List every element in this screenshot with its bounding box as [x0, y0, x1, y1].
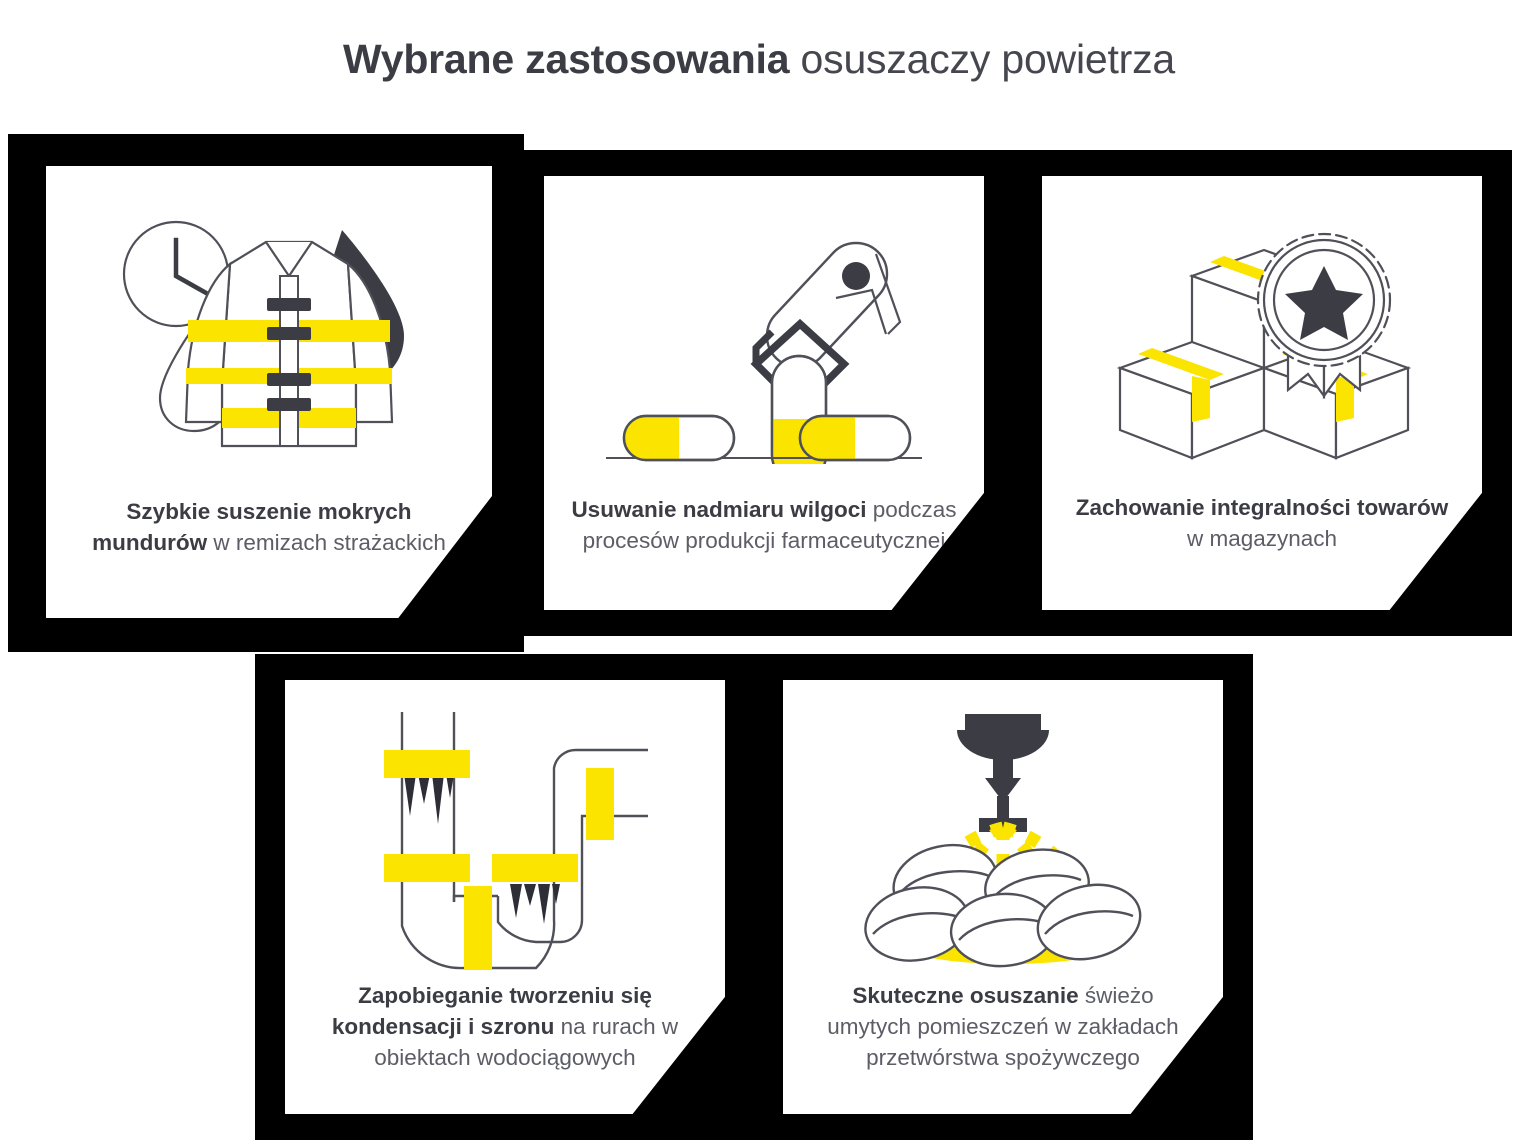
card-inner: Zapobieganie tworzeniu się kondensacji i…	[285, 680, 725, 1114]
card-caption: Zachowanie integralności towarów w magaz…	[1042, 492, 1482, 554]
card-caption-bold: Zachowanie integralności towarów	[1075, 495, 1449, 520]
page-title-light: osuszaczy powietrza	[789, 36, 1176, 82]
card-caption-bold: Szybkie suszenie mokrych mundurów	[92, 499, 412, 555]
card-inner: Usuwanie nadmiaru wilgoci podczas proces…	[544, 176, 984, 610]
card-caption: Szybkie suszenie mokrych mundurów w remi…	[46, 496, 492, 558]
card-caption-light: podczas procesów produkcji farmaceutyczn…	[582, 497, 957, 553]
card-caption-light: w magazynach	[1186, 526, 1338, 551]
card-food-processing[interactable]: Skuteczne osuszanie świeżo umytych pomie…	[753, 654, 1253, 1140]
page-title: Wybrane zastosowania osuszaczy powietrza	[0, 36, 1518, 83]
page-title-bold: Wybrane zastosowania	[342, 36, 790, 82]
card-warehouse-goods[interactable]: Zachowanie integralności towarów w magaz…	[1012, 150, 1512, 636]
card-inner: Zachowanie integralności towarów w magaz…	[1042, 176, 1482, 610]
card-caption-light: świeżo umytych pomieszczeń w zakładach p…	[827, 983, 1179, 1070]
sprinkler-coffee-beans-icon	[783, 710, 1223, 975]
card-caption: Usuwanie nadmiaru wilgoci podczas proces…	[544, 494, 984, 556]
card-caption-bold: Skuteczne osuszanie	[852, 983, 1079, 1008]
card-caption-light: na rurach w obiektach wodociągowych	[374, 1014, 679, 1070]
card-inner: Szybkie suszenie mokrych mundurów w remi…	[46, 166, 492, 618]
card-pipe-condensation[interactable]: Zapobieganie tworzeniu się kondensacji i…	[255, 654, 755, 1140]
frosted-pipes-icon	[285, 706, 725, 981]
card-caption-bold: Zapobieganie tworzeniu się kondensacji i…	[331, 983, 652, 1039]
card-caption: Skuteczne osuszanie świeżo umytych pomie…	[783, 980, 1223, 1073]
robotic-arm-pill-capsule-icon	[544, 214, 984, 469]
card-caption: Zapobieganie tworzeniu się kondensacji i…	[285, 980, 725, 1073]
card-inner: Skuteczne osuszanie świeżo umytych pomie…	[783, 680, 1223, 1114]
card-pharma-production[interactable]: Usuwanie nadmiaru wilgoci podczas proces…	[514, 150, 1014, 636]
card-firefighter-uniform[interactable]: Szybkie suszenie mokrych mundurów w remi…	[8, 134, 524, 652]
firefighter-jacket-clock-droplet-icon	[46, 202, 492, 467]
card-caption-bold: Usuwanie nadmiaru wilgoci	[571, 497, 867, 522]
cardboard-boxes-quality-badge-icon	[1042, 224, 1482, 469]
card-caption-light: w remizach strażackich	[207, 530, 446, 555]
